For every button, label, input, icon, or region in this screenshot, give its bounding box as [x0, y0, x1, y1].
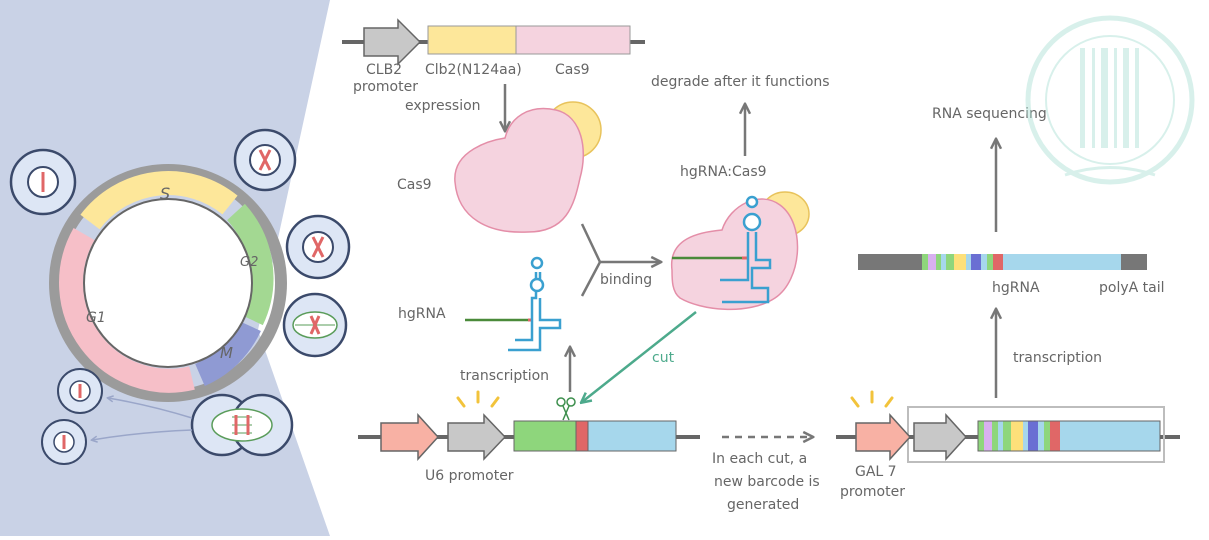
cas9-protein: [454, 101, 602, 233]
rna-transcript: [858, 254, 1147, 270]
transcription-left-label: transcription: [460, 368, 549, 384]
hgrna-cas9-complex: [671, 191, 810, 311]
gal7-label-1: GAL 7: [855, 464, 897, 480]
clb2-promoter-arrow: [363, 18, 422, 66]
barcode-note-1: In each cut, a: [712, 451, 807, 467]
clb2-tag-block: [427, 25, 517, 55]
degrade-label: degrade after it functions: [651, 74, 830, 90]
division-arrow-1: [108, 398, 193, 419]
phase-arc-m: [194, 320, 261, 387]
hgrna-label: hgRNA: [398, 306, 446, 322]
cut-arrow: [582, 311, 697, 402]
phase-label-g2: G2: [240, 255, 258, 270]
polya-tail-block: [1121, 254, 1147, 270]
cut-label: cut: [652, 350, 675, 366]
u6-scaffold-blue: [587, 420, 677, 452]
cell-metaphase: [282, 292, 348, 358]
u6-salmon-arrow: [380, 413, 440, 461]
phase-arc-s: [80, 171, 238, 230]
barcode-note-2: new barcode is: [714, 474, 820, 490]
daughter-cell-1: [57, 368, 103, 414]
cell-cycle-ring: S G2 M G1: [49, 164, 287, 402]
gal7-gray-arrow: [913, 413, 968, 461]
cas9-gene-label: Cas9: [555, 62, 590, 78]
barcode-note-3: generated: [727, 497, 799, 513]
u6-activation-marks: [456, 390, 500, 408]
daughter-cell-2: [41, 419, 87, 465]
construct-u6: [358, 390, 700, 461]
clb2-promoter-label-1: CLB2: [366, 62, 402, 78]
cell-g1: [9, 148, 77, 216]
hgrna-right-label: hgRNA: [992, 280, 1040, 296]
cell-g2: [233, 128, 297, 192]
gal7-barcode: [977, 420, 1161, 452]
phase-label-g1: G1: [86, 310, 106, 326]
gal7-promoter-arrow: [855, 413, 912, 461]
clb2-promoter-label-2: promoter: [353, 79, 418, 95]
binding-junction: [580, 223, 660, 297]
phase-label-s: S: [160, 184, 170, 203]
binding-label: binding: [600, 272, 652, 288]
expression-label: expression: [405, 98, 481, 114]
construct-top: CLB2 promoter Clb2(N124aa) Cas9: [342, 18, 645, 95]
u6-promoter-arrow: [447, 413, 507, 461]
transcription-right-label: transcription: [1013, 350, 1102, 366]
clb2-tag-label: Clb2(N124aa): [425, 62, 522, 78]
gal7-activation-marks: [850, 390, 894, 408]
polya-label: polyA tail: [1099, 280, 1165, 296]
phase-arc-g1: [59, 228, 195, 393]
phase-arc-g2: [226, 203, 274, 326]
cas9-gene-block: [515, 25, 631, 55]
rna-seq-label: RNA sequencing: [932, 106, 1047, 122]
cell-dividing: [190, 393, 294, 457]
hgrna-structure: [465, 256, 562, 352]
gal7-label-2: promoter: [840, 484, 905, 500]
watermark-seal: [1025, 15, 1195, 185]
u6-spacer-green: [513, 420, 577, 452]
complex-label: hgRNA:Cas9: [680, 164, 767, 180]
division-arrow-2: [92, 429, 193, 440]
u6-promoter-label: U6 promoter: [425, 468, 514, 484]
phase-label-m: M: [220, 344, 233, 362]
cas9-label: Cas9: [397, 177, 432, 193]
cell-prophase: [285, 214, 351, 280]
u6-pam-red: [575, 420, 589, 452]
construct-gal7: [836, 390, 1180, 463]
scissors-icon: [556, 397, 576, 421]
